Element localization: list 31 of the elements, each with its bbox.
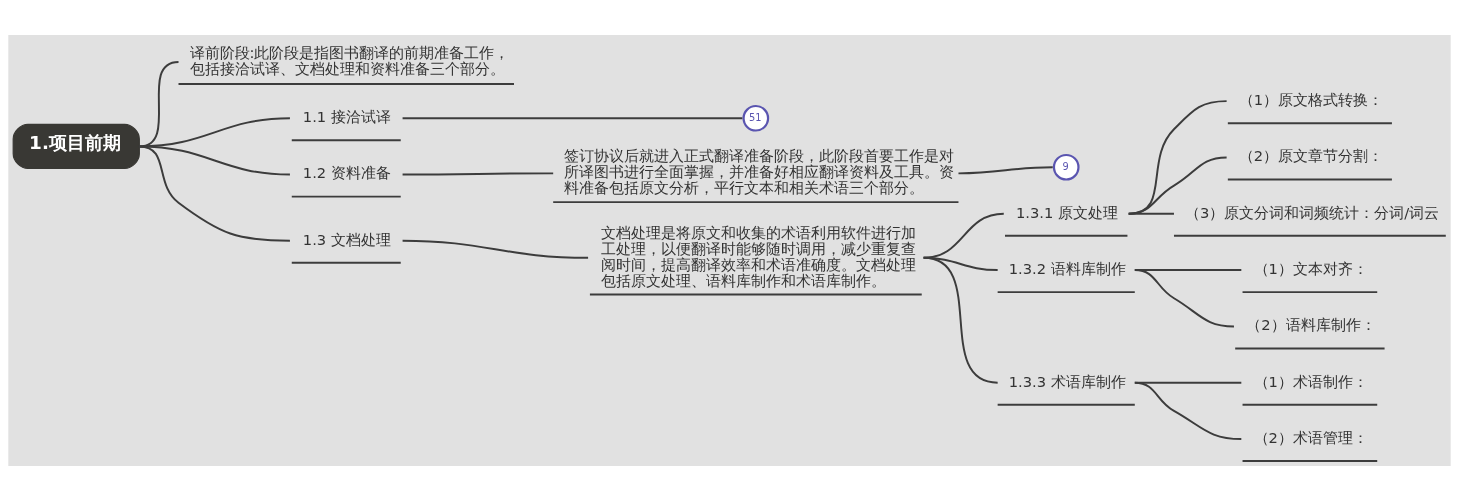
node-text: 译前阶段:此阶段是指图书翻译的前期准备工作，包括接洽试译、文档处理和资料准备三个部分。 xyxy=(189,43,510,77)
node-box: 1.项目前期 xyxy=(12,123,140,169)
connector xyxy=(1127,212,1175,215)
node-text: （1）术语制作： xyxy=(1253,372,1368,390)
node-circle: 9 xyxy=(1052,153,1080,181)
node-text: 1.2 资料准备 xyxy=(302,163,391,181)
node-text: （2）原文章节分割： xyxy=(1238,146,1384,164)
node-text: （2）术语管理： xyxy=(1253,428,1368,446)
node-circle: 51 xyxy=(742,104,770,132)
connector xyxy=(1133,381,1243,440)
connector xyxy=(401,116,744,119)
connector xyxy=(1127,155,1228,215)
node-text: （2）语料库制作： xyxy=(1246,315,1376,333)
connector xyxy=(401,171,555,176)
node-text: 1.3.1 原文处理 xyxy=(1016,203,1119,221)
node-text: 1.3.2 语料库制作 xyxy=(1008,259,1126,277)
connector xyxy=(922,256,999,384)
node-text: 1.1 接洽试译 xyxy=(302,107,391,125)
connector xyxy=(401,239,590,259)
node-text: 1.3 文档处理 xyxy=(302,230,391,247)
node-text: 文档处理是将原文和收集的术语利用软件进行加工处理，以便翻译时能够随时调用，减少重复查阅时间，提高翻译效率和术语准确度。文档处理包括原文处理、语料库制作和术语库制作。 xyxy=(600,223,916,289)
node-text: （3）原文分词和词频统计：分词/词云 xyxy=(1184,203,1440,221)
connector xyxy=(1133,268,1235,327)
connector xyxy=(138,144,291,176)
connector xyxy=(138,144,291,242)
connector xyxy=(957,165,1054,174)
node-text: 1.3.3 术语库制作 xyxy=(1008,372,1126,390)
connector xyxy=(1127,99,1228,215)
node-text: （1）文本对齐： xyxy=(1253,259,1368,277)
node-text: 签订协议后就进入正式翻译准备阶段，此阶段首要工作是对所译图书进行全面掌握，并准备好相应翻译资料及工具。资料准备包括原文分析，平行文本和相关术语三个部分。 xyxy=(564,146,955,196)
node-text: （1）原文格式转换： xyxy=(1238,90,1384,108)
